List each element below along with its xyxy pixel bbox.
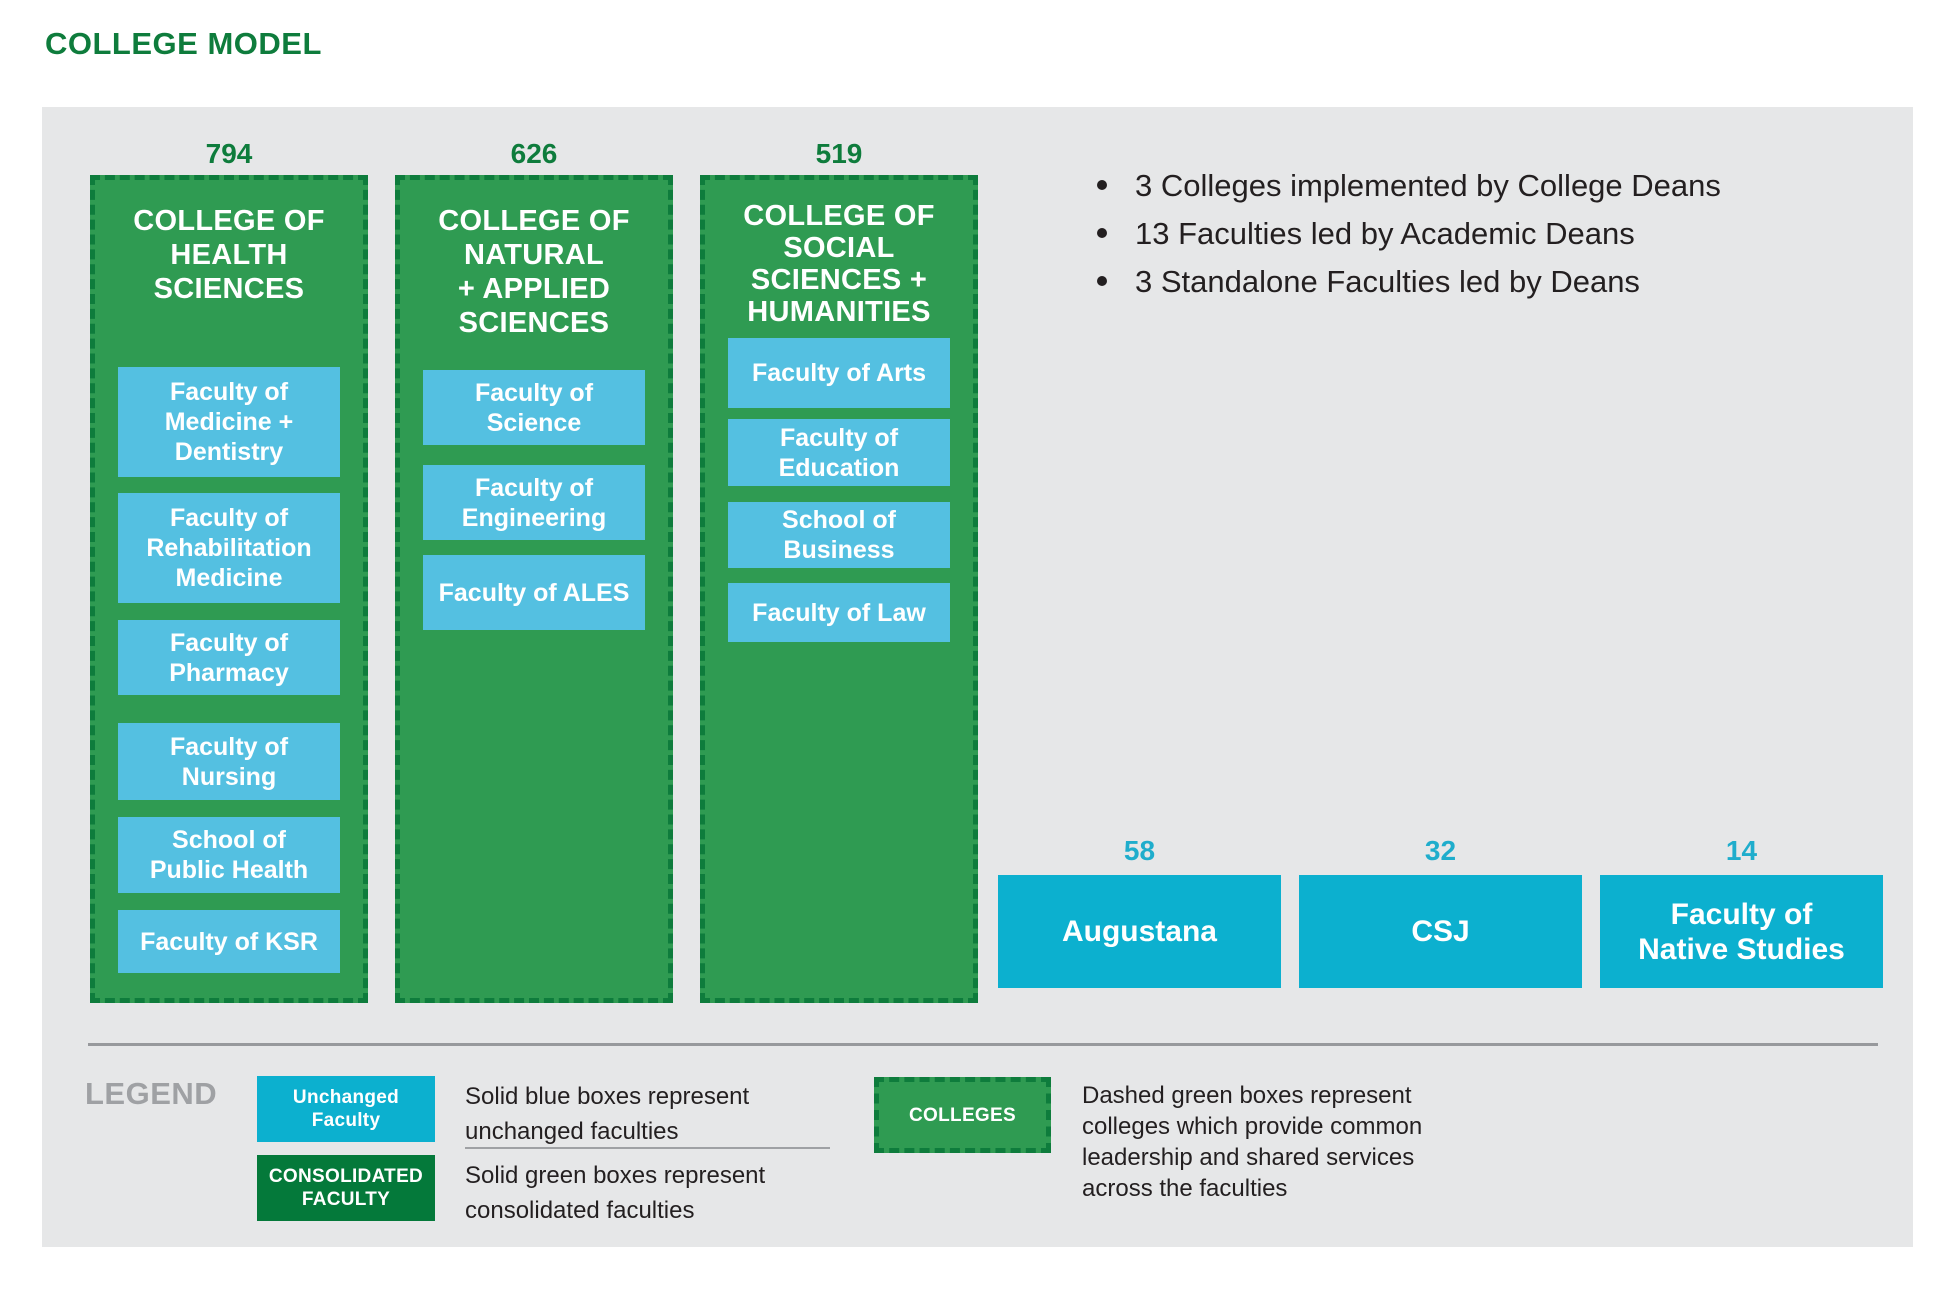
legend-top-divider — [88, 1043, 1878, 1046]
legend-desc-unchanged: Solid blue boxes represent unchanged fac… — [465, 1083, 750, 1145]
faculty-box: Faculty of KSR — [118, 910, 340, 973]
bullet-dot-icon — [1097, 276, 1107, 286]
faculty-box: Faculty of ALES — [423, 555, 645, 630]
college-group-social-sciences-humanities: 519 COLLEGE OF SOCIAL SCIENCES + HUMANIT… — [700, 132, 978, 1003]
legend-swatch-consolidated-faculty: CONSOLIDATED FACULTY — [257, 1155, 435, 1221]
faculty-box: Faculty of Arts — [728, 338, 950, 408]
faculty-box: School of Business — [728, 502, 950, 568]
faculty-box: Faculty of Nursing — [118, 723, 340, 800]
main-panel: 794 COLLEGE OF HEALTH SCIENCES Faculty o… — [42, 107, 1913, 1247]
faculty-box: Faculty of Medicine + Dentistry — [118, 367, 340, 477]
college-title: COLLEGE OF SOCIAL SCIENCES + HUMANITIES — [743, 200, 935, 328]
standalone-box: CSJ — [1299, 875, 1582, 988]
bullet-text: 3 Standalone Faculties led by Deans — [1135, 264, 1640, 299]
legend-desc-consolidated: Solid green boxes represent consolidated… — [465, 1162, 766, 1224]
legend-small-divider — [465, 1147, 830, 1149]
legend-label: LEGEND — [85, 1076, 218, 1111]
bullet-text: 13 Faculties led by Academic Deans — [1135, 216, 1635, 251]
college-group-health-sciences: 794 COLLEGE OF HEALTH SCIENCES Faculty o… — [90, 132, 368, 1003]
bullet-item: 13 Faculties led by Academic Deans — [1085, 215, 1721, 253]
standalone-count: 32 — [1424, 835, 1457, 866]
legend-desc-colleges: Dashed green boxes represent colleges wh… — [1082, 1082, 1423, 1202]
standalone-group-augustana: 58 Augustana — [998, 835, 1281, 988]
college-box: COLLEGE OF HEALTH SCIENCES Faculty of Me… — [90, 175, 368, 1003]
faculty-box: Faculty of Engineering — [423, 465, 645, 540]
bullet-item: 3 Standalone Faculties led by Deans — [1085, 263, 1721, 301]
page-title: COLLEGE MODEL — [45, 26, 322, 61]
college-title: COLLEGE OF HEALTH SCIENCES — [133, 205, 325, 305]
college-count: 519 — [815, 138, 863, 169]
faculty-box: Faculty of Pharmacy — [118, 620, 340, 695]
bullet-dot-icon — [1097, 228, 1107, 238]
college-count: 794 — [205, 138, 253, 169]
college-count: 626 — [510, 138, 558, 169]
faculty-box: Faculty of Law — [728, 583, 950, 642]
college-box: COLLEGE OF SOCIAL SCIENCES + HUMANITIES … — [700, 175, 978, 1003]
legend-swatch-unchanged-faculty: Unchanged Faculty — [257, 1076, 435, 1142]
faculty-box: Faculty of Science — [423, 370, 645, 445]
standalone-box: Augustana — [998, 875, 1281, 988]
faculty-box: Faculty of Rehabilitation Medicine — [118, 493, 340, 603]
standalone-count: 58 — [1123, 835, 1156, 866]
faculty-box: Faculty of Education — [728, 419, 950, 486]
standalone-count: 14 — [1725, 835, 1758, 866]
bullet-text: 3 Colleges implemented by College Deans — [1135, 168, 1721, 203]
bullet-item: 3 Colleges implemented by College Deans — [1085, 167, 1721, 205]
standalone-group-native-studies: 14 Faculty of Native Studies — [1600, 835, 1883, 988]
faculty-box: School of Public Health — [118, 817, 340, 893]
standalone-group-csj: 32 CSJ — [1299, 835, 1582, 988]
bullet-dot-icon — [1097, 180, 1107, 190]
college-group-natural-applied-sciences: 626 COLLEGE OF NATURAL + APPLIED SCIENCE… — [395, 132, 673, 1003]
legend-swatch-colleges: COLLEGES — [874, 1077, 1051, 1153]
college-title: COLLEGE OF NATURAL + APPLIED SCIENCES — [438, 205, 630, 339]
bullet-list: 3 Colleges implemented by College Deans … — [1085, 167, 1721, 311]
college-box: COLLEGE OF NATURAL + APPLIED SCIENCES Fa… — [395, 175, 673, 1003]
standalone-box: Faculty of Native Studies — [1600, 875, 1883, 988]
